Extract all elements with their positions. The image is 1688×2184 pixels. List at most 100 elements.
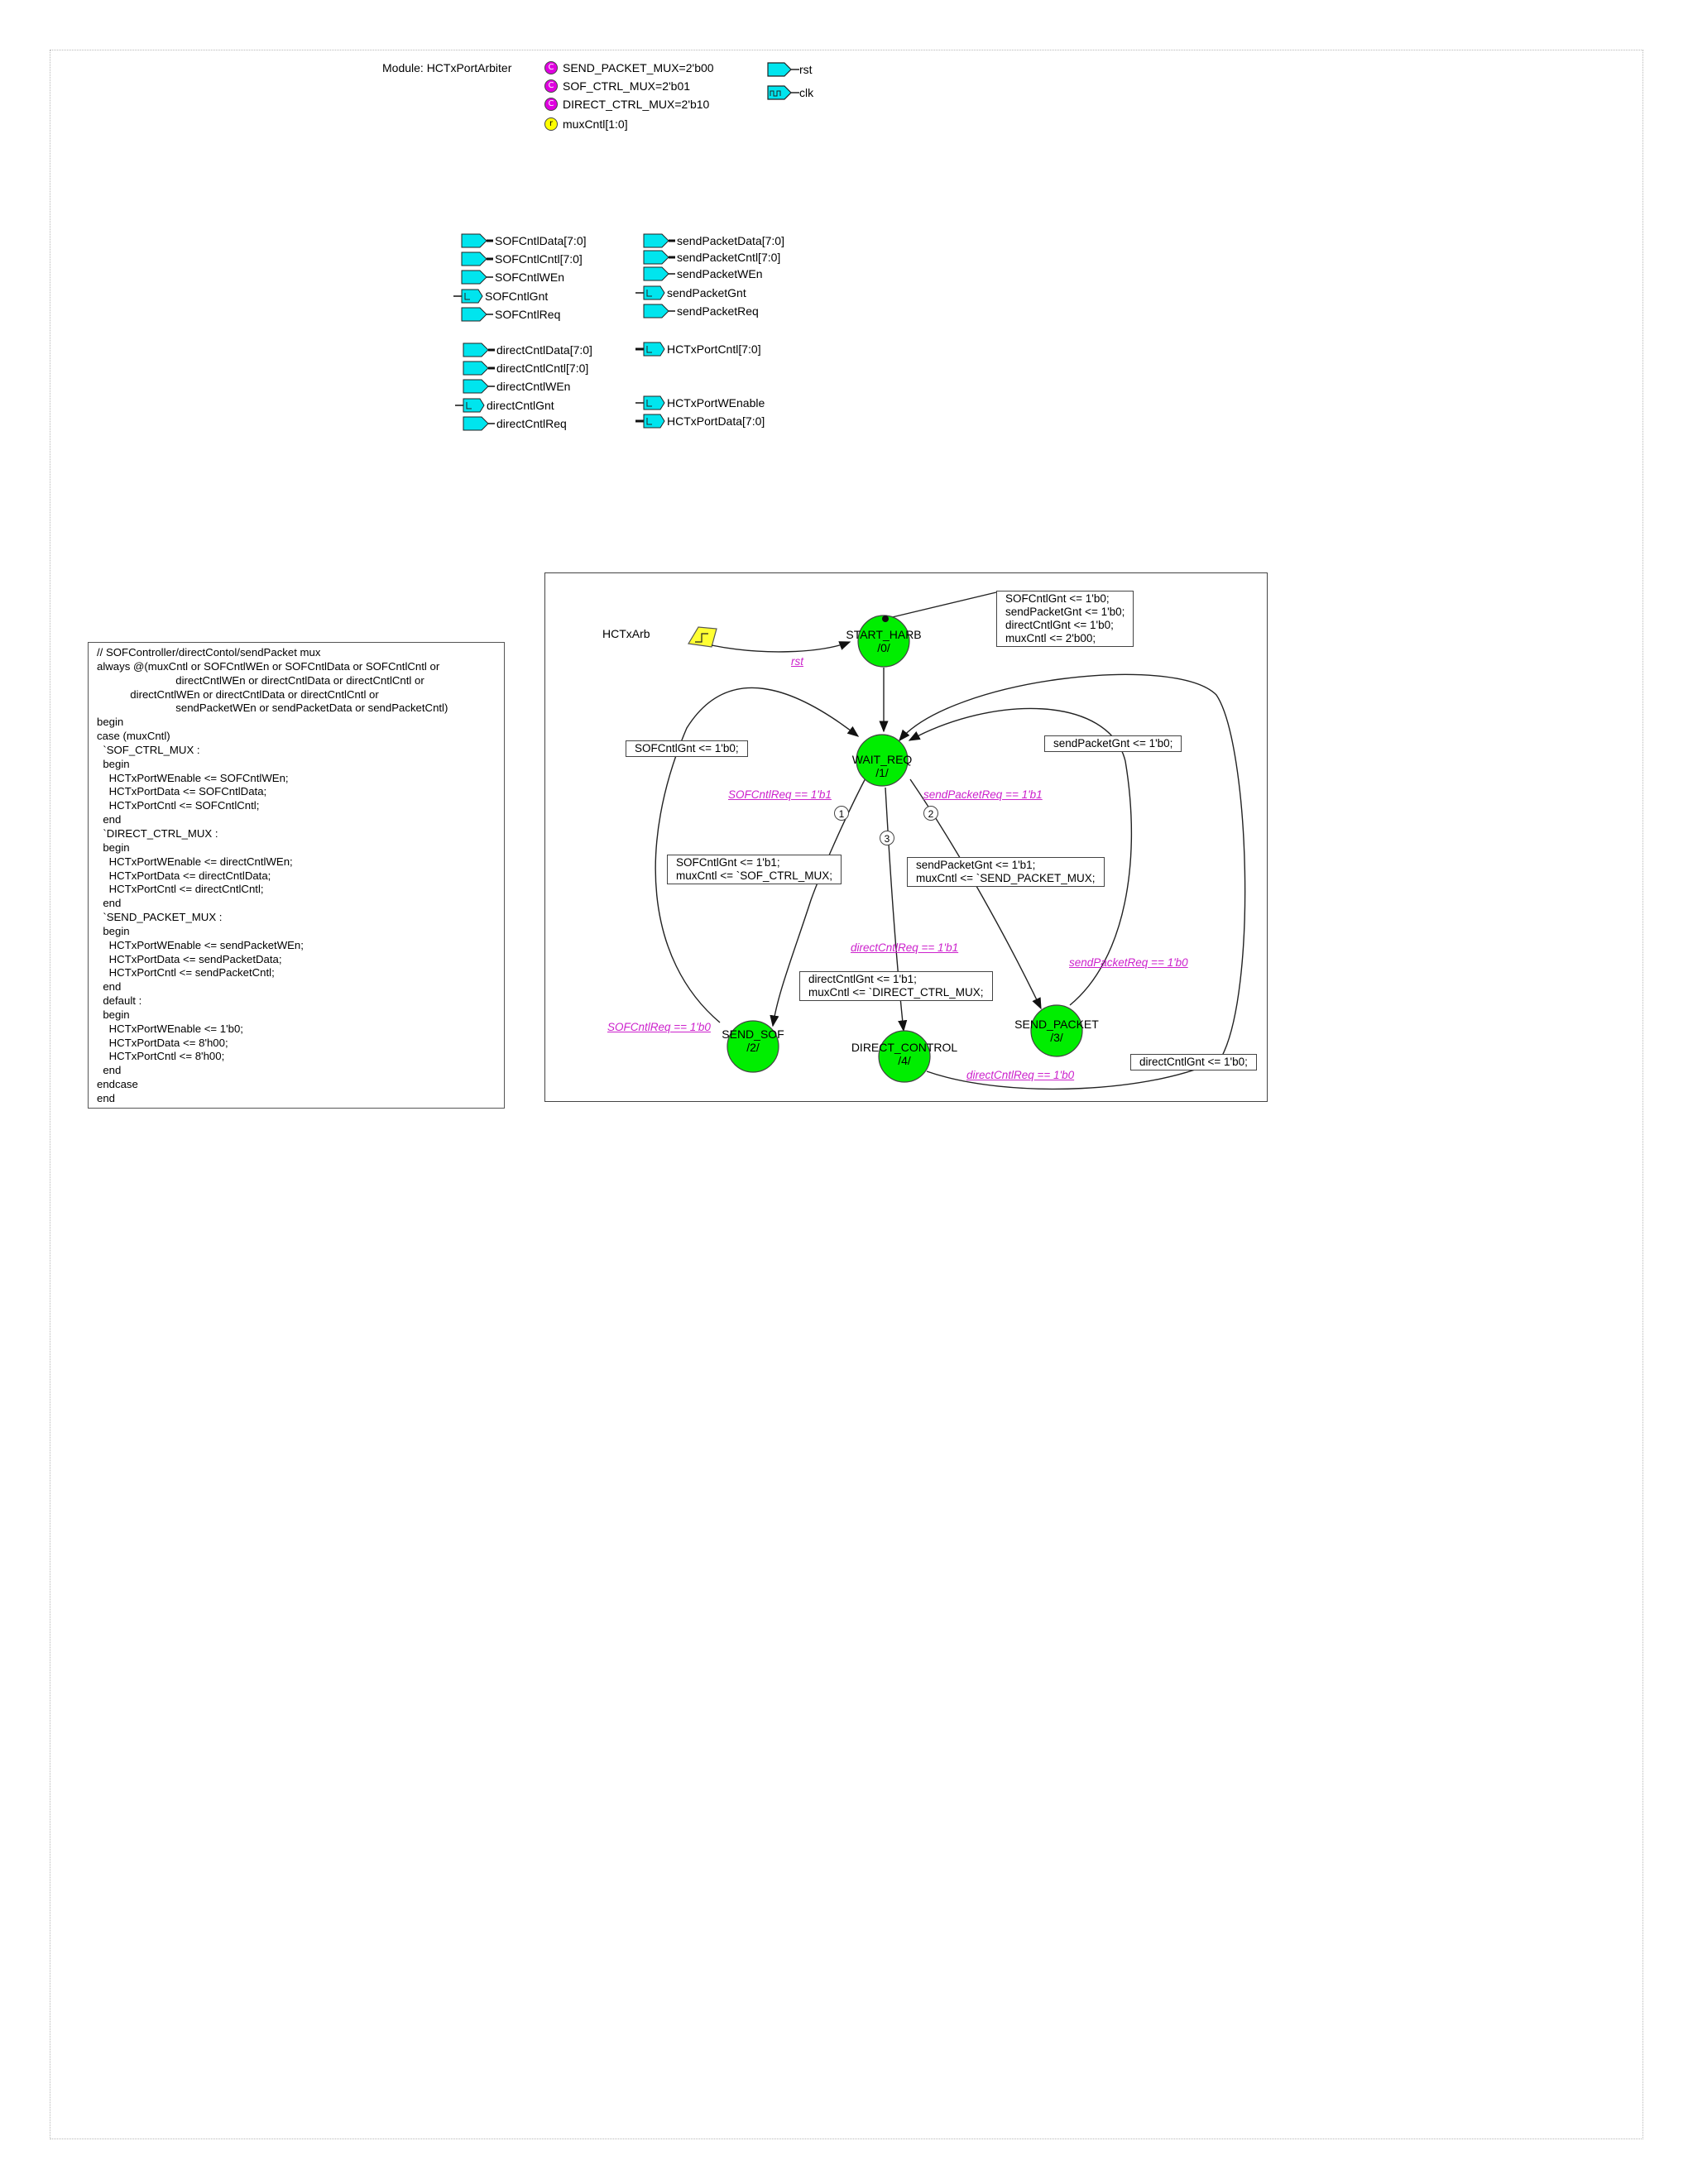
port-label: SOFCntlReq: [495, 308, 561, 321]
state-label-wait: WAIT_REQ /1/: [852, 753, 913, 779]
port-sof-gnt[interactable]: [453, 289, 483, 304]
send-exit-action-box[interactable]: sendPacketGnt <= 1'b0;: [1044, 735, 1182, 752]
priority-marker: 1: [834, 806, 849, 821]
port-label: sendPacketGnt: [667, 286, 746, 299]
state-label-start: START_HARB /0/: [846, 628, 921, 654]
reset-input-icon[interactable]: [767, 62, 799, 77]
code-line: HCTxPortCntl <= SOFCntlCntl;: [97, 799, 260, 812]
port-hctx-wenable[interactable]: [635, 395, 665, 410]
port-send-gnt[interactable]: [635, 285, 665, 300]
code-line: end: [97, 980, 122, 994]
port-sof-cntl[interactable]: [461, 251, 493, 266]
port-label: sendPacketWEn: [677, 267, 763, 280]
code-line: end: [97, 1064, 122, 1077]
state-send-packet[interactable]: [1030, 1004, 1083, 1057]
state-name: WAIT_REQ: [851, 753, 913, 766]
param-label: SEND_PACKET_MUX=2'b00: [563, 61, 714, 74]
port-direct-gnt[interactable]: [455, 398, 485, 413]
param-label: DIRECT_CTRL_MUX=2'b10: [563, 98, 710, 111]
init-action-box[interactable]: SOFCntlGnt <= 1'b0; sendPacketGnt <= 1'b…: [996, 591, 1134, 647]
reset-condition: rst: [791, 655, 803, 668]
state-name: SEND_PACKET: [1014, 1018, 1099, 1031]
condition-sof-back: SOFCntlReq == 1'b0: [607, 1021, 711, 1033]
transition-send-to-wait: [908, 707, 1133, 1006]
state-name: DIRECT_CONTROL: [851, 1041, 958, 1054]
port-direct-req[interactable]: [463, 416, 495, 431]
port-send-data[interactable]: [643, 233, 675, 248]
reset-trigger-icon[interactable]: [688, 626, 717, 648]
module-title: Module: HCTxPortArbiter: [382, 61, 512, 74]
verilog-code-block[interactable]: // SOFController/directContol/sendPacket…: [88, 642, 505, 1109]
port-direct-wen[interactable]: [463, 379, 495, 394]
code-line: HCTxPortData <= SOFCntlData;: [97, 785, 267, 798]
port-sof-data[interactable]: [461, 233, 493, 248]
state-code: /4/: [898, 1054, 911, 1067]
state-start-harb[interactable]: [857, 615, 910, 668]
state-direct-control[interactable]: [878, 1030, 931, 1083]
port-hctx-data[interactable]: [635, 414, 665, 429]
direct-exit-action-box[interactable]: directCntlGnt <= 1'b0;: [1130, 1054, 1257, 1070]
state-send-sof[interactable]: [727, 1020, 779, 1073]
code-line: begin: [97, 757, 130, 770]
condition-to-direct: directCntlReq == 1'b1: [851, 941, 959, 954]
port-label: SOFCntlData[7:0]: [495, 234, 587, 247]
port-label: SOFCntlCntl[7:0]: [495, 252, 583, 266]
clock-input-icon[interactable]: [767, 85, 799, 100]
port-send-cntl[interactable]: [643, 250, 675, 265]
param-label: SOF_CTRL_MUX=2'b01: [563, 79, 691, 93]
code-line: HCTxPortWEnable <= SOFCntlWEn;: [97, 771, 289, 784]
port-label: SOFCntlWEn: [495, 271, 565, 284]
sof-exit-action-box[interactable]: SOFCntlGnt <= 1'b0;: [626, 740, 748, 757]
port-sof-req[interactable]: [461, 307, 493, 322]
transition-init-action: [885, 592, 997, 620]
param-direct-ctrl-mux: C DIRECT_CTRL_MUX=2'b10: [544, 96, 709, 113]
port-label: HCTxPortCntl[7:0]: [667, 342, 761, 356]
rst-label: rst: [799, 63, 813, 76]
code-line: HCTxPortWEnable <= 1'b0;: [97, 1022, 243, 1035]
code-line: sendPacketWEn or sendPacketData or sendP…: [97, 702, 448, 715]
code-line: begin: [97, 716, 124, 729]
code-line: case (muxCntl): [97, 730, 170, 743]
code-line: begin: [97, 924, 130, 937]
code-line: `DIRECT_CTRL_MUX :: [97, 826, 218, 840]
port-sof-wen[interactable]: [461, 270, 493, 285]
code-line: directCntlWEn or directCntlData or direc…: [97, 687, 379, 701]
to-direct-action-box[interactable]: directCntlGnt <= 1'b1; muxCntl <= `DIREC…: [799, 971, 993, 1001]
state-wait-req[interactable]: [856, 734, 909, 787]
port-send-req[interactable]: [643, 304, 675, 318]
state-code: /0/: [877, 641, 890, 654]
to-send-action-box[interactable]: sendPacketGnt <= 1'b1; muxCntl <= `SEND_…: [907, 857, 1105, 887]
condition-send-back: sendPacketReq == 1'b0: [1069, 956, 1188, 969]
constant-icon: C: [544, 79, 558, 93]
condition-direct-back: directCntlReq == 1'b0: [966, 1069, 1075, 1081]
port-send-wen[interactable]: [643, 266, 675, 281]
to-sof-action-box[interactable]: SOFCntlGnt <= 1'b1; muxCntl <= `SOF_CTRL…: [667, 855, 842, 884]
port-direct-cntl[interactable]: [463, 361, 495, 376]
transition-wait-to-direct: [885, 787, 908, 1032]
state-label-send: SEND_PACKET /3/: [1014, 1018, 1099, 1044]
port-label: sendPacketData[7:0]: [677, 234, 784, 247]
code-line: endcase: [97, 1078, 138, 1091]
port-hctx-cntl[interactable]: [635, 342, 665, 357]
code-line: begin: [97, 841, 130, 854]
port-label: SOFCntlGnt: [485, 290, 549, 303]
code-line: // SOFController/directContol/sendPacket…: [97, 646, 321, 659]
code-line: HCTxPortData <= 8'h00;: [97, 1036, 228, 1049]
code-line: end: [97, 813, 122, 826]
port-label: sendPacketCntl[7:0]: [677, 251, 781, 264]
port-label: directCntlReq: [496, 417, 567, 430]
port-direct-data[interactable]: [463, 342, 495, 357]
code-line: HCTxPortCntl <= 8'h00;: [97, 1050, 225, 1063]
code-line: always @(muxCntl or SOFCntlWEn or SOFCnt…: [97, 659, 440, 673]
state-code: /1/: [875, 766, 889, 779]
state-label-sof: SEND_SOF /2/: [722, 1027, 784, 1054]
port-label: directCntlGnt: [487, 399, 554, 412]
code-line: HCTxPortData <= directCntlData;: [97, 869, 271, 882]
param-sof-ctrl-mux: C SOF_CTRL_MUX=2'b01: [544, 78, 690, 94]
param-label: muxCntl[1:0]: [563, 117, 628, 131]
code-line: `SOF_CTRL_MUX :: [97, 743, 200, 756]
code-line: end: [97, 1092, 116, 1104]
code-line: HCTxPortWEnable <= sendPacketWEn;: [97, 938, 304, 951]
code-line: end: [97, 897, 122, 910]
